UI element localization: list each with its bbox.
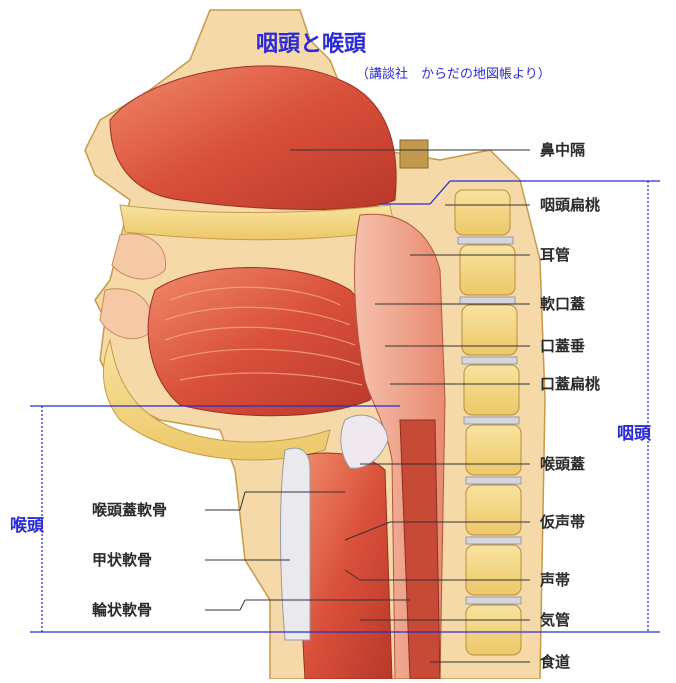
label-false-vocal-cord: 仮声帯	[540, 515, 585, 530]
label-vocal-cord: 声帯	[540, 573, 570, 588]
region-label-larynx: 喉頭	[10, 518, 44, 535]
label-trachea: 気管	[540, 613, 570, 628]
label-cricoid-cartilage: 輪状軟骨	[92, 603, 152, 618]
region-label-pharynx: 咽頭	[617, 426, 651, 443]
label-nasal-septum: 鼻中隔	[540, 143, 585, 158]
label-thyroid-cartilage: 甲状軟骨	[92, 553, 152, 568]
label-uvula: 口蓋垂	[540, 339, 585, 354]
label-esophagus: 食道	[540, 655, 570, 670]
label-pharyngeal-tonsil: 咽頭扁桃	[540, 198, 600, 213]
larynx-tube	[301, 453, 392, 679]
label-auditory-tube: 耳管	[540, 248, 570, 263]
label-soft-palate: 軟口蓋	[540, 297, 585, 312]
diagram-title: 咽頭と喉頭	[256, 34, 366, 56]
cartilage-front	[280, 448, 310, 640]
label-palatine-tonsil: 口蓋扁桃	[540, 377, 600, 392]
label-epiglottic-cartilage: 喉頭蓋軟骨	[92, 503, 167, 518]
source-citation: （講談社 からだの地図帳より）	[356, 68, 551, 81]
label-epiglottis: 喉頭蓋	[540, 457, 585, 472]
